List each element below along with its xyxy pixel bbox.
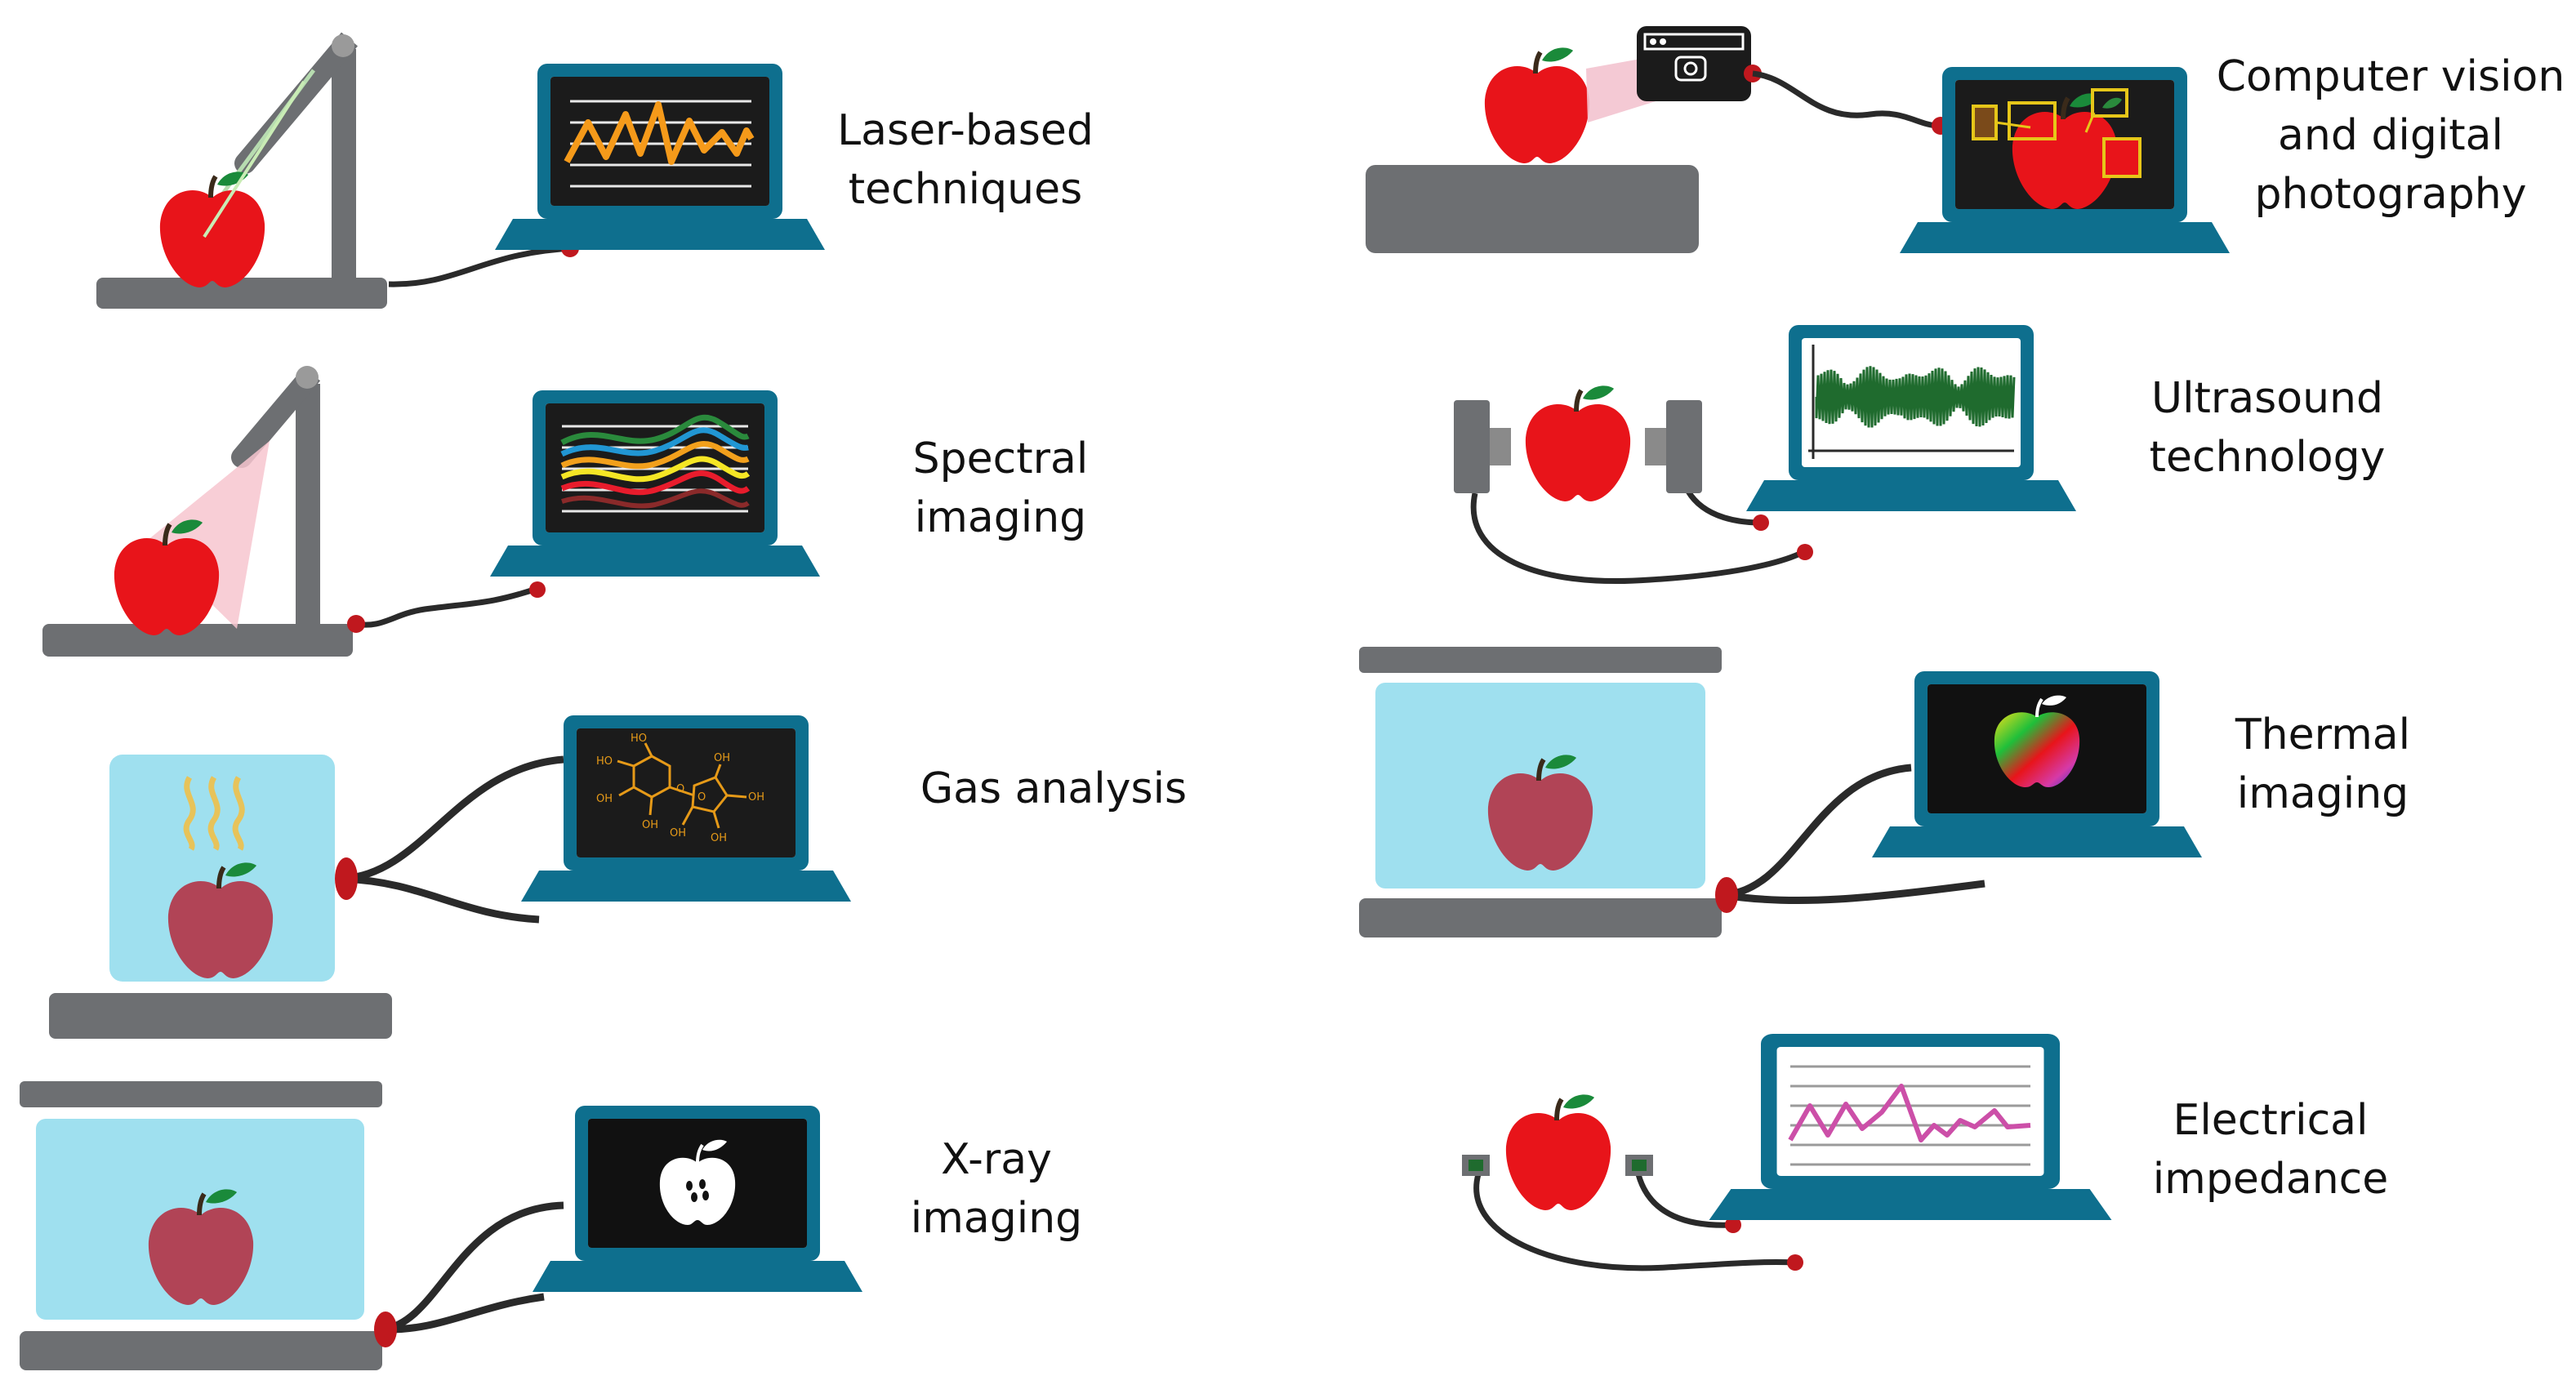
molecule-label: HO: [596, 755, 613, 768]
spectral-imaging-illustration: [42, 366, 820, 657]
molecule-label: OH: [711, 832, 727, 844]
electrical-impedance-illustration: [1462, 1034, 2112, 1271]
label-spectral-imaging: Spectral imaging: [866, 430, 1135, 547]
label-line: photography: [2254, 170, 2527, 219]
label-electrical-impedance: Electrical impedance: [2124, 1091, 2418, 1209]
label-xray-imaging: X-ray imaging: [866, 1130, 1127, 1248]
thermal-imaging-illustration: [1359, 647, 2202, 937]
molecule-label: O: [676, 783, 684, 795]
label-line: imaging: [914, 493, 1087, 542]
label-line: Computer vision: [2216, 52, 2565, 101]
label-line: Gas analysis: [920, 764, 1188, 813]
label-line: techniques: [848, 165, 1083, 214]
molecule-label: OH: [670, 827, 686, 839]
label-line: Laser-based: [837, 106, 1094, 155]
label-line: X-ray: [941, 1135, 1052, 1184]
label-line: Electrical: [2173, 1096, 2369, 1145]
xray-imaging-illustration: [20, 1081, 862, 1370]
molecule-label: HO: [631, 733, 647, 745]
molecule-label: O: [697, 791, 706, 804]
label-line: Thermal: [2235, 710, 2411, 759]
label-computer-vision: Computer vision and digital photography: [2205, 47, 2576, 224]
molecule-label: OH: [748, 791, 764, 804]
label-line: Spectral: [912, 434, 1089, 483]
label-line: and digital: [2278, 111, 2503, 160]
label-line: Ultrasound: [2151, 374, 2383, 423]
molecule-label: OH: [642, 819, 658, 831]
molecule-label: OH: [596, 793, 613, 805]
laser-based-illustration: [96, 32, 825, 309]
label-gas-analysis: Gas analysis: [898, 759, 1209, 818]
ultrasound-illustration: [1454, 325, 2076, 585]
computer-vision-illustration: [1366, 26, 2230, 253]
label-line: imaging: [2236, 769, 2409, 818]
label-line: imaging: [910, 1194, 1083, 1243]
label-line: impedance: [2152, 1155, 2389, 1204]
label-thermal-imaging: Thermal imaging: [2192, 706, 2453, 823]
label-ultrasound: Ultrasound technology: [2137, 369, 2398, 487]
label-line: technology: [2149, 433, 2386, 482]
molecule-label: OH: [714, 752, 730, 764]
label-laser-based: Laser-based techniques: [817, 101, 1114, 219]
gas-analysis-illustration: HO OH HO OH OH O O OH OH OH: [49, 715, 851, 1039]
